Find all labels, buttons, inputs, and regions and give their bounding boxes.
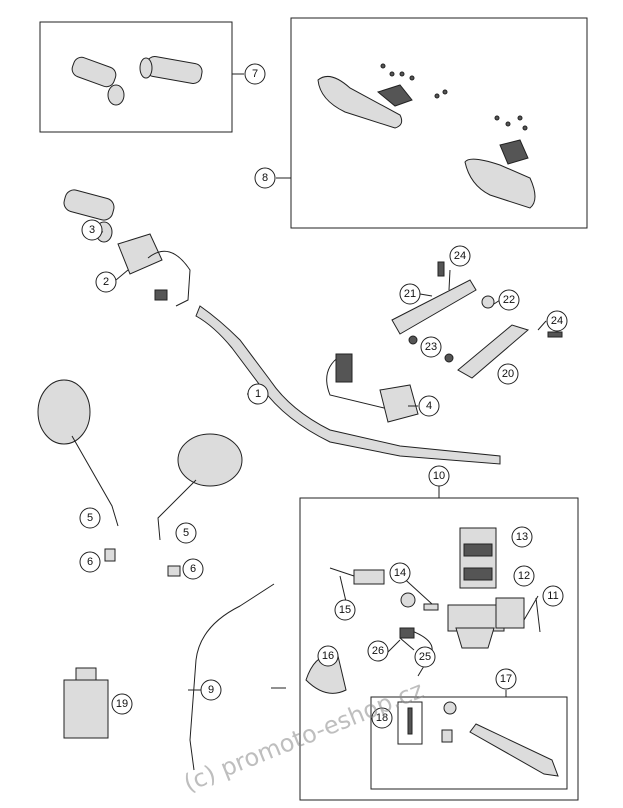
handlebar — [195, 305, 501, 465]
callout-8: 8 — [254, 167, 276, 189]
callout-25: 25 — [414, 646, 436, 668]
callout-3: 3 — [81, 219, 103, 241]
pin-18 — [397, 701, 423, 745]
callout-11: 11 — [542, 585, 564, 607]
callout-19: 19 — [111, 693, 133, 715]
reservoir-cover — [459, 527, 497, 589]
callout-12: 12 — [513, 565, 535, 587]
svg-text:6: 6 — [190, 563, 196, 575]
callout-24-top: 24 — [449, 245, 471, 267]
svg-text:11: 11 — [547, 590, 558, 602]
svg-text:10: 10 — [433, 470, 445, 482]
mirror-nuts — [104, 548, 181, 577]
callout-5-left: 5 — [79, 507, 101, 529]
svg-text:25: 25 — [419, 651, 431, 663]
brake-lever-17 — [441, 701, 559, 777]
svg-text:20: 20 — [502, 368, 514, 380]
svg-text:16: 16 — [322, 650, 334, 662]
svg-text:24: 24 — [454, 250, 466, 262]
lever-20 — [457, 324, 530, 379]
svg-text:15: 15 — [339, 604, 351, 616]
callout-22: 22 — [498, 289, 520, 311]
svg-text:5: 5 — [87, 512, 93, 524]
svg-text:2: 2 — [103, 276, 109, 288]
callout-4: 4 — [418, 395, 440, 417]
svg-text:8: 8 — [262, 172, 268, 184]
handguard-left — [317, 75, 413, 129]
piston-kit — [329, 567, 439, 611]
detail-box-grips — [39, 21, 233, 133]
svg-text:12: 12 — [518, 570, 530, 582]
callout-14: 14 — [389, 562, 411, 584]
svg-text:18: 18 — [376, 712, 388, 724]
grip-right — [139, 56, 203, 84]
grip-left — [71, 56, 125, 106]
callout-9: 9 — [200, 679, 222, 701]
fluid-bottle — [63, 667, 109, 739]
callout-23: 23 — [420, 336, 442, 358]
callout-15: 15 — [334, 599, 356, 621]
svg-text:26: 26 — [372, 645, 384, 657]
handguard-right — [464, 139, 536, 209]
callout-20: 20 — [497, 363, 519, 385]
cable-9 — [189, 583, 275, 771]
mirror-right — [157, 433, 243, 541]
callout-1: 1 — [247, 383, 269, 405]
callout-18: 18 — [371, 707, 393, 729]
callout-24-right: 24 — [546, 310, 568, 332]
callout-21: 21 — [399, 283, 421, 305]
lever-hardware — [408, 261, 563, 363]
callout-2: 2 — [95, 271, 117, 293]
switch-2 — [117, 233, 191, 307]
mirror-left — [37, 379, 119, 527]
svg-text:17: 17 — [500, 673, 512, 685]
svg-text:24: 24 — [551, 315, 563, 327]
svg-text:14: 14 — [394, 567, 406, 579]
callout-6-right: 6 — [182, 558, 204, 580]
detail-box-handguards — [290, 17, 588, 229]
svg-text:13: 13 — [516, 531, 528, 543]
svg-text:9: 9 — [208, 684, 214, 696]
callout-7: 7 — [244, 63, 266, 85]
svg-text:4: 4 — [426, 400, 432, 412]
callout-5-right: 5 — [175, 522, 197, 544]
svg-text:22: 22 — [503, 294, 515, 306]
grip-3 — [63, 189, 115, 243]
callout-13: 13 — [511, 526, 533, 548]
callout-16: 16 — [317, 645, 339, 667]
svg-text:21: 21 — [404, 288, 416, 300]
svg-text:7: 7 — [252, 68, 258, 80]
callout-6-left: 6 — [79, 551, 101, 573]
callout-17: 17 — [495, 668, 517, 690]
switch-4 — [326, 353, 419, 423]
brake-master-cylinder — [447, 597, 525, 649]
detail-box-brake-lever — [370, 696, 568, 790]
svg-text:3: 3 — [89, 224, 95, 236]
svg-text:1: 1 — [255, 388, 261, 400]
clamp-16 — [305, 654, 347, 694]
svg-text:23: 23 — [425, 341, 437, 353]
svg-text:5: 5 — [183, 527, 189, 539]
callout-10: 10 — [428, 465, 450, 487]
callout-26: 26 — [367, 640, 389, 662]
handguard-hardware — [380, 63, 528, 131]
lever-21 — [391, 279, 477, 335]
svg-text:19: 19 — [116, 698, 128, 710]
svg-text:6: 6 — [87, 556, 93, 568]
